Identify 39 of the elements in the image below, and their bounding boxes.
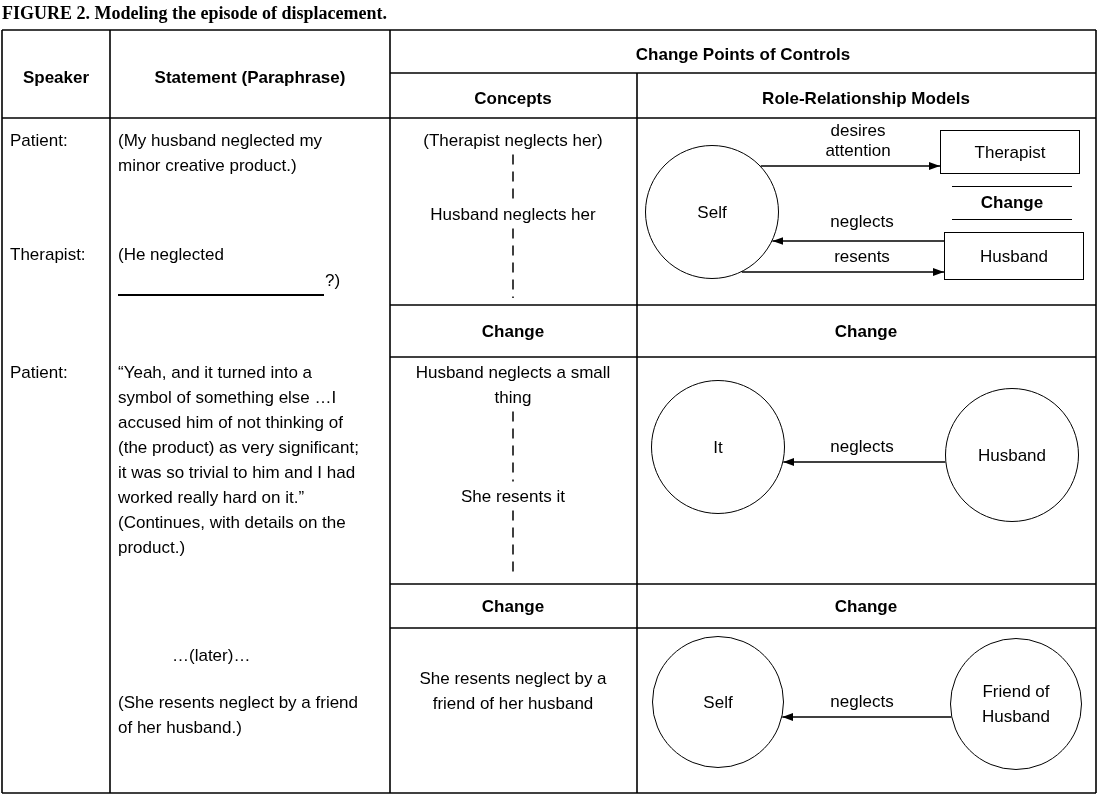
concept-text: (Therapist neglects her): [423, 127, 603, 153]
dashed-line: [512, 153, 514, 201]
statement-text: (My husband neglected my minor creative product.): [118, 129, 324, 177]
row-header: Change: [834, 595, 898, 618]
column-header: Concepts: [474, 87, 552, 110]
arrow: [760, 162, 941, 170]
edge-label: neglects: [830, 437, 894, 457]
statement-text: (Continues, with details on the product.): [118, 512, 347, 559]
concept-text: Husband neglects her: [430, 201, 596, 227]
statement-text: (She resents neglect by a friend of her husband.): [118, 691, 360, 739]
column-header: Speaker: [22, 66, 90, 89]
arrow: [741, 268, 945, 276]
role-box: Husband: [944, 232, 1084, 280]
speaker-label: Therapist:: [10, 243, 86, 266]
statement-text: (He neglected: [118, 243, 224, 266]
row-header: Change: [481, 595, 545, 618]
arrow: [782, 458, 947, 466]
role-box: Therapist: [940, 130, 1080, 174]
concept-text: She resents neglect by a friend of her husband: [418, 667, 608, 715]
concept-text: She resents it: [461, 483, 565, 509]
edge-label: neglects: [830, 212, 894, 232]
column-header: Statement (Paraphrase): [154, 66, 346, 89]
speaker-label: Patient:: [10, 129, 68, 152]
statement-text: ?): [325, 269, 341, 292]
figure-title: FIGURE 2. Modeling the episode of displacement.: [2, 2, 387, 25]
row-header: Change: [481, 320, 545, 343]
arrow: [781, 713, 952, 721]
row-header: Change: [834, 320, 898, 343]
dashed-line: [512, 410, 514, 483]
arrow: [771, 237, 945, 245]
column-header: Change Points of Controls: [635, 43, 851, 66]
dashed-line: [512, 227, 514, 299]
column-header: Role-Relationship Models: [762, 87, 970, 110]
statement-text: “Yeah, and it turned into a symbol of something else …I accused him of not thinking of (the product) as very significant; it was so trivial to him and I had worked really hard on it.”: [118, 361, 360, 509]
edge-label: neglects: [830, 692, 894, 712]
note-text: …(later)…: [172, 644, 251, 667]
concept-text: Husband neglects a small thing: [408, 359, 618, 410]
band-heading: Change: [952, 186, 1072, 220]
speaker-label: Patient:: [10, 361, 68, 384]
